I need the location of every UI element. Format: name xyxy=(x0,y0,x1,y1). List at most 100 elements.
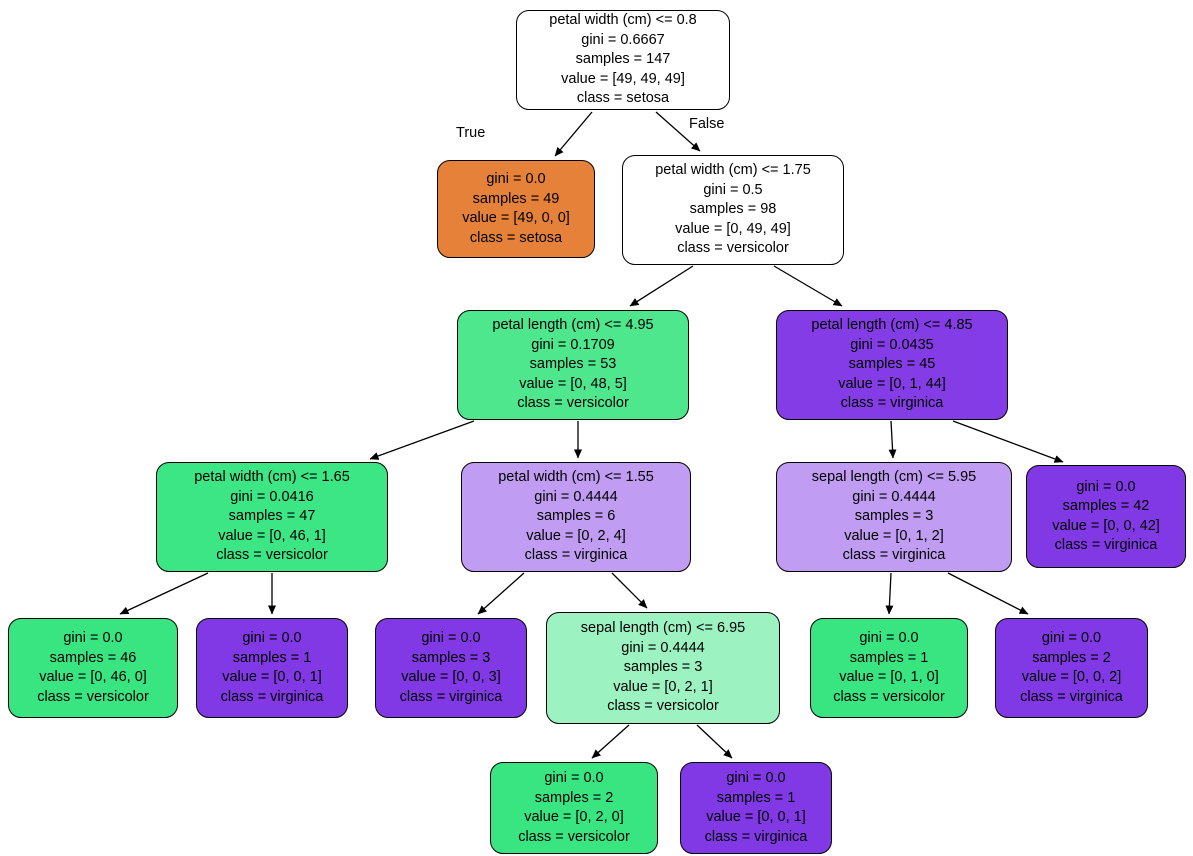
node-value-text: value = [0, 0, 3] xyxy=(401,669,501,685)
node-gini-text: gini = 0.0 xyxy=(859,630,919,646)
edge-pw165-to-leaf46 xyxy=(119,572,209,615)
node-samples-text: samples = 49 xyxy=(472,190,560,207)
node-gini-text: gini = 0.0 xyxy=(242,630,302,646)
node-value-text: value = [0, 46, 0] xyxy=(39,669,147,685)
edge-sl695-to-leafv1b xyxy=(696,724,733,759)
edge-pw175-to-pl495 xyxy=(629,265,694,307)
node-samples-text: samples = 6 xyxy=(536,508,616,525)
edge-label-true: True xyxy=(456,125,486,141)
node-class-text: class = virginica xyxy=(399,688,503,705)
tree-node-petal-width-1-65: petal width (cm) <= 1.65 gini = 0.0416 s… xyxy=(156,462,388,572)
leaf-node-virginica-1-left: gini = 0.0 samples = 1 value = [0, 0, 1]… xyxy=(196,618,348,718)
node-class-text: class = versicolor xyxy=(677,240,789,257)
node-value-text: value = [49, 0, 0] xyxy=(462,210,570,226)
node-value-text: value = [0, 46, 1] xyxy=(218,527,326,544)
node-class-text: class = setosa xyxy=(469,229,563,246)
leaf-node-virginica-42: gini = 0.0 samples = 42 value = [0, 0, 4… xyxy=(1026,465,1186,568)
node-split-condition: petal width (cm) <= 1.75 xyxy=(655,162,811,179)
node-value-text: value = [0, 0, 1] xyxy=(222,669,322,685)
node-split-condition: petal width (cm) <= 1.55 xyxy=(498,469,654,486)
node-split-condition: petal width (cm) <= 1.65 xyxy=(194,469,350,486)
edge-root-to-setosa-leaf xyxy=(554,111,593,157)
node-value-text: value = [49, 49, 49] xyxy=(561,70,685,87)
node-gini-text: gini = 0.0 xyxy=(63,630,123,646)
node-gini-text: gini = 0.0435 xyxy=(850,336,934,353)
node-samples-text: samples = 42 xyxy=(1062,498,1150,514)
node-split-condition: petal width (cm) <= 0.8 xyxy=(549,12,697,29)
edge-pw155-to-leafv3 xyxy=(477,572,525,615)
node-class-text: class = versicolor xyxy=(607,698,719,715)
node-gini-text: gini = 0.0 xyxy=(544,770,604,786)
leaf-node-versicolor-2: gini = 0.0 samples = 2 value = [0, 2, 0]… xyxy=(490,762,658,854)
node-class-text: class = virginica xyxy=(220,688,324,705)
node-samples-text: samples = 1 xyxy=(849,649,929,666)
node-class-text: class = setosa xyxy=(576,90,670,107)
edge-sl595-to-leafve1 xyxy=(885,572,894,615)
tree-node-petal-length-4-95: petal length (cm) <= 4.95 gini = 0.1709 … xyxy=(457,310,689,420)
node-split-condition: petal length (cm) <= 4.95 xyxy=(492,317,654,334)
edge-pw175-to-pl485 xyxy=(773,265,843,307)
edge-sl595-to-leafv2 xyxy=(947,572,1029,615)
tree-node-petal-width-1-55: petal width (cm) <= 1.55 gini = 0.4444 s… xyxy=(461,462,691,572)
leaf-node-versicolor-1: gini = 0.0 samples = 1 value = [0, 1, 0]… xyxy=(810,618,968,718)
node-class-text: class = versicolor xyxy=(216,547,328,564)
node-samples-text: samples = 53 xyxy=(529,356,617,373)
node-value-text: value = [0, 48, 5] xyxy=(519,375,627,392)
edge-pw155-to-sl695 xyxy=(611,572,648,609)
node-gini-text: gini = 0.0 xyxy=(726,770,786,786)
node-value-text: value = [0, 1, 0] xyxy=(839,669,939,685)
node-class-text: class = virginica xyxy=(704,828,808,845)
node-split-condition: sepal length (cm) <= 6.95 xyxy=(580,620,746,637)
node-class-text: class = versicolor xyxy=(518,828,630,845)
node-class-text: class = virginica xyxy=(1054,537,1158,553)
tree-node-sepal-length-6-95: sepal length (cm) <= 6.95 gini = 0.4444 … xyxy=(546,612,780,724)
edge-root-to-pw175 xyxy=(655,111,701,152)
edge-pl485-to-sl595 xyxy=(888,420,897,459)
tree-node-petal-length-4-85: petal length (cm) <= 4.85 gini = 0.0435 … xyxy=(776,310,1008,420)
node-gini-text: gini = 0.4444 xyxy=(534,488,618,505)
node-gini-text: gini = 0.4444 xyxy=(621,639,705,656)
node-gini-text: gini = 0.6667 xyxy=(581,31,665,48)
node-gini-text: gini = 0.5 xyxy=(703,181,763,198)
node-class-text: class = virginica xyxy=(524,547,628,564)
node-class-text: class = versicolor xyxy=(37,688,149,705)
node-gini-text: gini = 0.0 xyxy=(1041,630,1102,646)
node-gini-text: gini = 0.0 xyxy=(421,630,481,646)
node-samples-text: samples = 2 xyxy=(1032,649,1111,666)
tree-node-sepal-length-5-95: sepal length (cm) <= 5.95 gini = 0.4444 … xyxy=(776,462,1012,572)
node-value-text: value = [0, 1, 44] xyxy=(838,375,946,392)
node-samples-text: samples = 1 xyxy=(232,649,312,666)
edge-sl695-to-leafve2 xyxy=(591,724,630,759)
node-samples-text: samples = 3 xyxy=(623,659,703,676)
node-gini-text: gini = 0.0 xyxy=(486,171,546,187)
node-class-text: class = virginica xyxy=(840,395,944,412)
node-value-text: value = [0, 0, 2] xyxy=(1021,669,1122,685)
node-value-text: value = [0, 1, 2] xyxy=(844,527,944,544)
node-gini-text: gini = 0.0416 xyxy=(230,488,314,505)
leaf-node-setosa: gini = 0.0 samples = 49 value = [49, 0, … xyxy=(437,160,595,258)
node-split-condition: petal length (cm) <= 4.85 xyxy=(811,317,973,334)
node-value-text: value = [0, 0, 1] xyxy=(706,809,806,825)
node-samples-text: samples = 46 xyxy=(49,649,137,666)
edge-label-false: False xyxy=(689,116,725,132)
node-samples-text: samples = 98 xyxy=(689,201,777,218)
node-class-text: class = versicolor xyxy=(833,688,945,705)
node-gini-text: gini = 0.0 xyxy=(1076,478,1136,495)
tree-node-petal-width-1-75: petal width (cm) <= 1.75 gini = 0.5 samp… xyxy=(622,155,844,265)
node-value-text: value = [0, 0, 42] xyxy=(1052,517,1160,534)
node-samples-text: samples = 1 xyxy=(716,789,796,806)
edge-pl485-to-leaf42 xyxy=(952,420,1064,463)
node-split-condition: sepal length (cm) <= 5.95 xyxy=(811,469,977,486)
node-samples-text: samples = 47 xyxy=(228,508,316,525)
node-value-text: value = [0, 2, 0] xyxy=(524,809,624,825)
leaf-node-virginica-3: gini = 0.0 samples = 3 value = [0, 0, 3]… xyxy=(375,618,527,718)
node-samples-text: samples = 147 xyxy=(575,51,671,68)
node-samples-text: samples = 45 xyxy=(848,356,936,373)
node-value-text: value = [0, 49, 49] xyxy=(675,220,791,237)
node-samples-text: samples = 3 xyxy=(854,508,934,525)
node-class-text: class = virginica xyxy=(1020,688,1123,705)
node-class-text: class = virginica xyxy=(842,547,946,564)
edge-pl495-to-pw165 xyxy=(369,420,475,460)
